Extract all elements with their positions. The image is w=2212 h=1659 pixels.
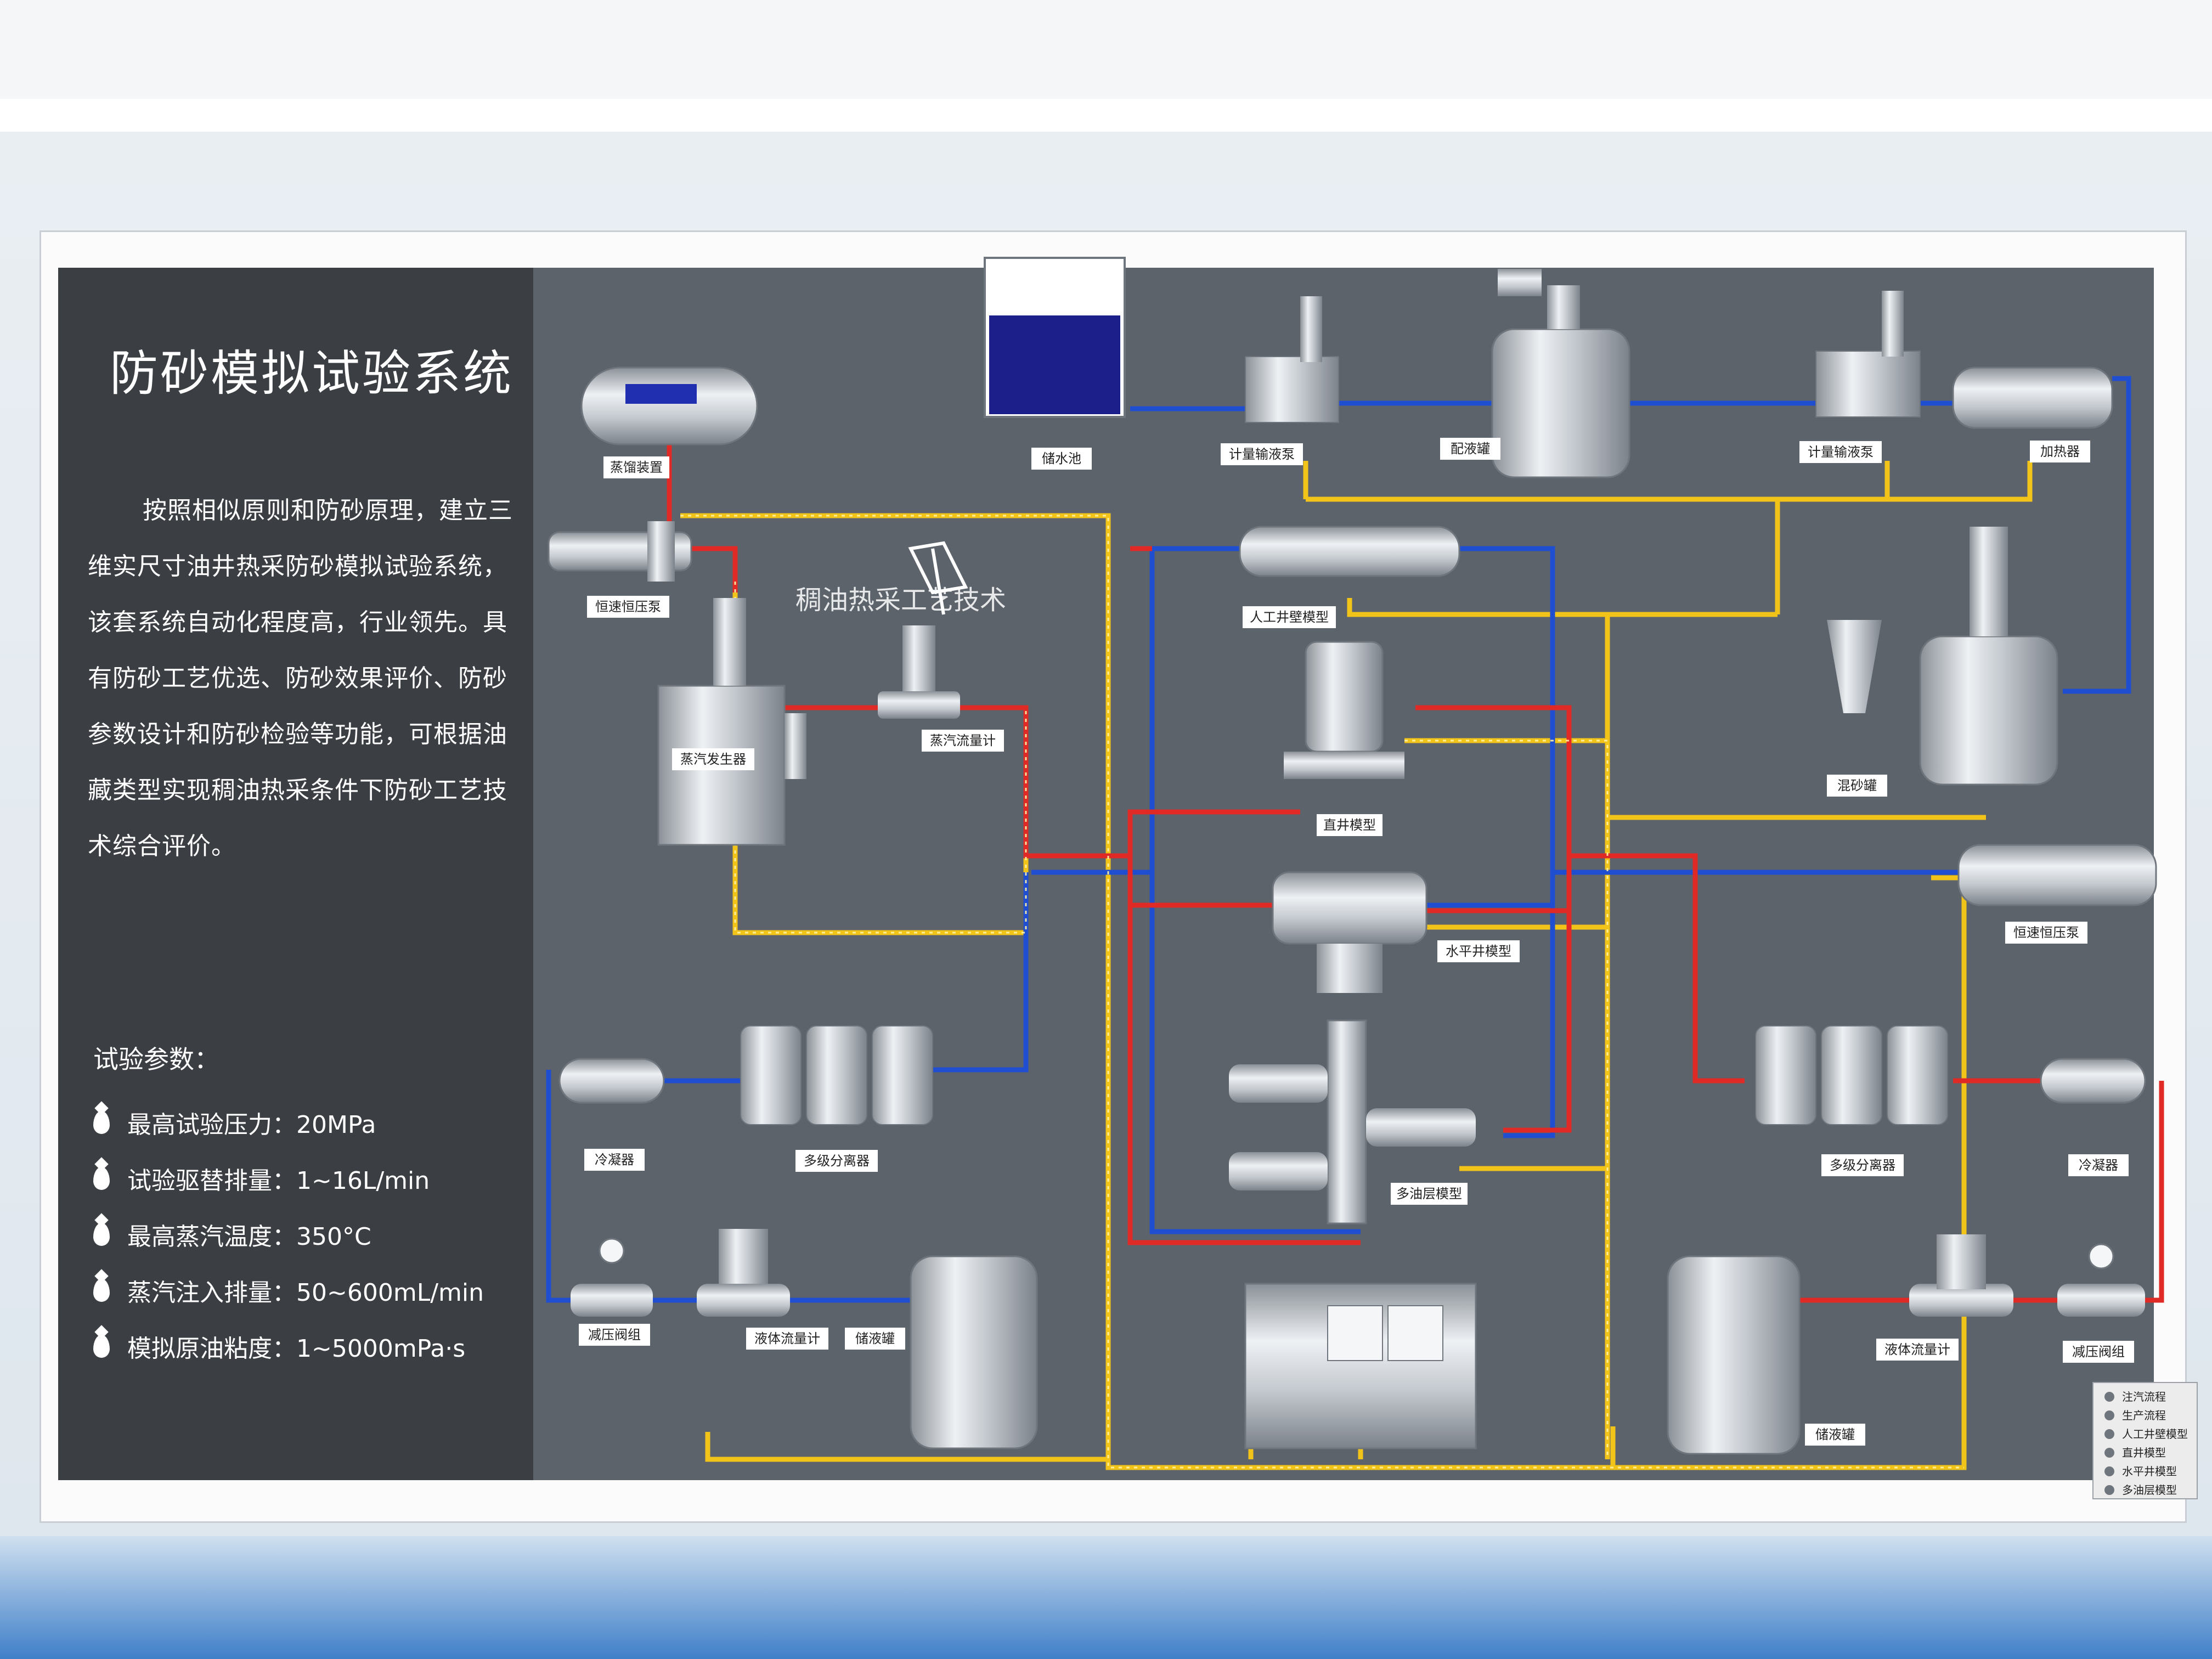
label-steam-drum: 蒸馏装置 [610, 460, 663, 475]
label-metering-pump-left: 计量输液泵 [1229, 447, 1295, 462]
water-lines [546, 376, 2131, 1303]
label-constant-pump-left: 恒速恒压泵 [595, 599, 661, 614]
param-text: 蒸汽注入排量：50~600mL/min [127, 1279, 484, 1307]
label-artificial-wall-model: 人工井壁模型 [1250, 610, 1329, 625]
label-vertical-well-model: 直井模型 [1323, 817, 1376, 833]
sand-mixing-tank [1827, 527, 2058, 786]
constant-pump-left [548, 521, 692, 582]
page-title: 防砂模拟试验系统 [110, 345, 514, 402]
droplet-icon [93, 1335, 110, 1358]
label-liquid-flowmeter-right: 液体流量计 [1884, 1342, 1950, 1357]
label-separator-right: 多级分离器 [1830, 1158, 1895, 1173]
component-labels: 蒸馏装置 恒速恒压泵 蒸汽发生器 蒸汽流量计 储水池 计量输液泵 配液罐 计量输… [579, 438, 2134, 1446]
param-text: 最高蒸汽温度：350°C [127, 1223, 371, 1251]
mixing-tank [1491, 269, 1630, 478]
label-steam-generator: 蒸汽发生器 [680, 752, 746, 767]
legend-item: 注汽流程 [2122, 1390, 2166, 1403]
multi-layer-model [1229, 1019, 1476, 1224]
label-water-tank: 储水池 [1042, 451, 1081, 466]
pressure-valve-left [571, 1238, 653, 1317]
param-item: 最高试验压力：20MPa [93, 1094, 532, 1150]
param-item: 蒸汽注入排量：50~600mL/min [93, 1262, 532, 1318]
label-sand-mixing-tank: 混砂罐 [1837, 778, 1877, 793]
condenser-right [2040, 1058, 2146, 1104]
system-description: 按照相似原则和防砂原理，建立三维实尺寸油井热采防砂模拟试验系统，该套系统自动化程… [88, 496, 513, 860]
horizontal-well-model [1272, 871, 1427, 993]
info-panel [58, 268, 533, 1480]
label-heater: 加热器 [2040, 444, 2080, 459]
label-storage-tank-left: 储液罐 [855, 1331, 895, 1346]
vertical-well-model [1284, 641, 1404, 779]
label-pressure-valve-right: 减压阀组 [2072, 1344, 2125, 1359]
param-item: 试验驱替排量：1~16L/min [93, 1150, 532, 1206]
label-steam-flowmeter: 蒸汽流量计 [930, 733, 996, 748]
legend-item: 人工井壁模型 [2122, 1427, 2188, 1441]
glow-segments [680, 515, 1964, 1469]
label-multi-layer-model: 多油层模型 [1396, 1186, 1462, 1201]
droplet-icon [93, 1279, 110, 1302]
oil-pump-logo [908, 541, 968, 615]
label-liquid-flowmeter-left: 液体流量计 [754, 1331, 820, 1346]
control-cabinet [1244, 1283, 1477, 1449]
label-condenser-left: 冷凝器 [595, 1152, 634, 1167]
label-metering-pump-right: 计量输液泵 [1808, 444, 1874, 460]
label-condenser-right: 冷凝器 [2079, 1158, 2118, 1173]
heater [1952, 366, 2113, 429]
metering-pump-left [1245, 296, 1339, 423]
steam-lines [667, 444, 2164, 1303]
storage-tank-left [910, 1255, 1038, 1449]
label-separator-left: 多级分离器 [804, 1153, 870, 1169]
liquid-flowmeter-right [1909, 1234, 2013, 1317]
legend-item: 水平井模型 [2122, 1465, 2177, 1478]
droplet-icon [93, 1223, 110, 1246]
param-text: 最高试验压力：20MPa [127, 1111, 376, 1139]
steam-drum [580, 366, 758, 445]
param-text: 试验驱替排量：1~16L/min [127, 1167, 430, 1195]
steam-flowmeter [878, 625, 960, 719]
logo-text: 稠油热采工艺技术 [795, 585, 1006, 616]
param-item: 最高蒸汽温度：350°C [93, 1206, 532, 1262]
droplet-icon [93, 1111, 110, 1134]
steam-generator [657, 598, 806, 846]
label-pressure-valve-left: 减压阀组 [588, 1327, 641, 1342]
droplet-icon [93, 1167, 110, 1190]
condenser-left [558, 1058, 665, 1104]
legend: 注汽流程 生产流程 人工井壁模型 直井模型 水平井模型 多油层模型 [2092, 1382, 2198, 1499]
label-horizontal-well-model: 水平井模型 [1446, 944, 1511, 959]
artificial-wall-model [1239, 526, 1460, 577]
legend-item: 直井模型 [2122, 1446, 2166, 1459]
separator-left [740, 1025, 933, 1125]
label-constant-pump-right: 恒速恒压泵 [2013, 925, 2079, 940]
label-storage-tank-right: 储液罐 [1815, 1427, 1855, 1442]
liquid-flowmeter-left [697, 1229, 790, 1317]
pressure-valve-right [2057, 1243, 2145, 1317]
water-tank [984, 257, 1126, 418]
label-mixing-tank: 配液罐 [1451, 441, 1490, 456]
param-item: 模拟原油粘度：1~5000mPa·s [93, 1318, 532, 1374]
constant-pump-right [1957, 844, 2157, 906]
params-heading: 试验参数： [93, 1045, 219, 1074]
legend-item: 生产流程 [2122, 1409, 2166, 1422]
param-list: 最高试验压力：20MPa 试验驱替排量：1~16L/min 最高蒸汽温度：350… [93, 1094, 532, 1374]
storage-tank-right [1667, 1255, 1801, 1455]
param-text: 模拟原油粘度：1~5000mPa·s [127, 1335, 466, 1363]
legend-item: 多油层模型 [2122, 1483, 2177, 1497]
metering-pump-right [1815, 291, 1921, 417]
separator-right [1755, 1025, 1948, 1125]
